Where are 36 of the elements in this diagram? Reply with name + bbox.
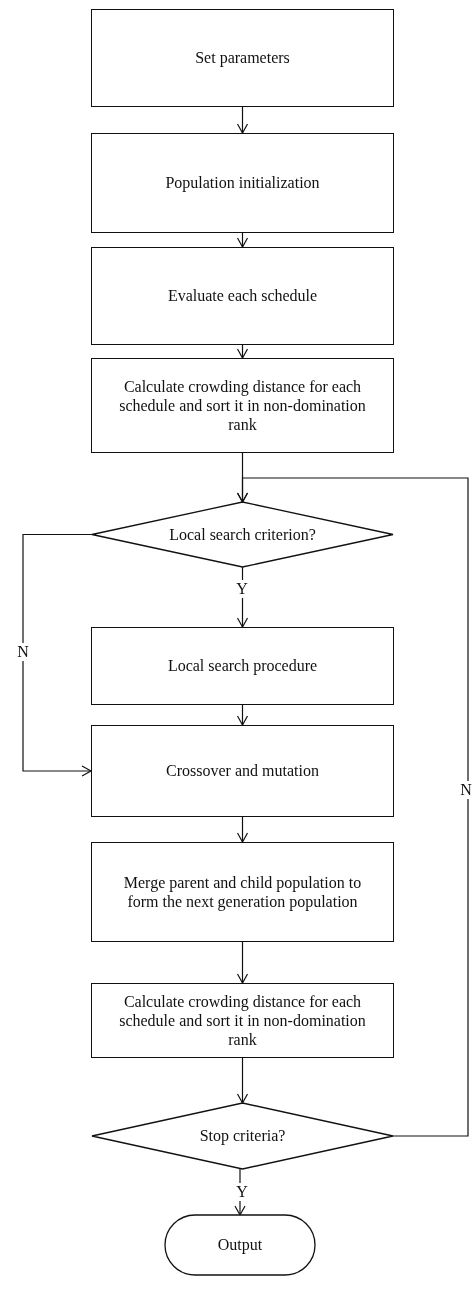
- process-box: [91, 358, 394, 453]
- node-label: Calculate crowding distance for each schedule and sort it in non-domination rank: [118, 376, 367, 435]
- node-label: Set parameters: [195, 48, 290, 68]
- process-box: [91, 983, 394, 1058]
- edge-label: Y: [234, 580, 250, 598]
- process-box: [91, 247, 394, 345]
- edge-label: N: [15, 643, 31, 661]
- edge-label: Y: [234, 1183, 250, 1201]
- node-label: Merge parent and child population to form the next generation population: [122, 872, 363, 912]
- node-label: Calculate crowding distance for each schedule and sort it in non-domination rank: [118, 991, 367, 1050]
- arrow: [236, 344, 249, 359]
- node-label: Stop criteria?: [199, 1126, 286, 1146]
- process-box: [91, 842, 394, 942]
- arrow: [236, 1057, 249, 1104]
- node-label: Local search criterion?: [169, 524, 316, 545]
- edge-label: N: [458, 781, 473, 799]
- arrow: [22, 533, 93, 777]
- process-box: [91, 133, 394, 233]
- terminal-shape: [165, 1215, 315, 1275]
- process-box: [91, 725, 394, 817]
- arrow: [236, 566, 249, 628]
- process-box: [91, 627, 394, 705]
- process-box: [91, 9, 394, 107]
- arrow: [236, 704, 249, 726]
- arrow: [236, 232, 249, 248]
- decision-diamond: [92, 502, 393, 567]
- node-label: Local search procedure: [167, 656, 318, 676]
- arrow: [236, 816, 249, 843]
- decision-diamond: [92, 1103, 393, 1169]
- node-label: Evaluate each schedule: [167, 286, 318, 306]
- node-label: Crossover and mutation: [166, 761, 319, 781]
- arrow: [236, 477, 469, 1137]
- arrow: [236, 941, 249, 984]
- node-label: Output: [217, 1235, 263, 1255]
- node-label: Population initialization: [165, 173, 320, 193]
- arrow: [236, 106, 249, 134]
